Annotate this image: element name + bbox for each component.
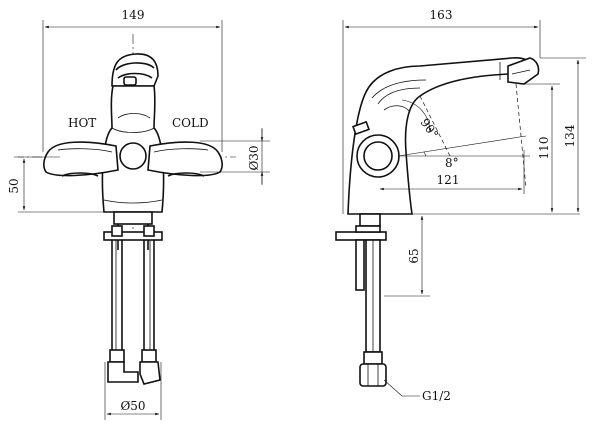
dimension-handle-dia: Ø30 xyxy=(200,128,270,185)
side-width-label: 163 xyxy=(430,8,453,22)
side-faucet-body xyxy=(347,57,540,215)
angle-8: 8° xyxy=(397,135,530,170)
thread-callout: G1/2 xyxy=(383,379,451,403)
dimension-reach: 121 xyxy=(379,150,525,194)
handle-height-label: 50 xyxy=(7,178,21,193)
reach-label: 121 xyxy=(437,173,460,187)
angle-90-label: 90° xyxy=(418,116,442,141)
base-dia-label: Ø50 xyxy=(120,399,145,413)
flow-line xyxy=(515,83,527,189)
dimension-shank: 65 xyxy=(384,215,430,297)
hot-handle xyxy=(43,141,119,177)
hot-label: HOT xyxy=(68,116,96,130)
thread-label: G1/2 xyxy=(422,389,451,403)
angle-8-label: 8° xyxy=(445,156,459,170)
width-label: 149 xyxy=(122,8,145,22)
front-view: 149 H xyxy=(7,8,270,420)
dimension-base-dia: Ø50 xyxy=(104,362,162,420)
side-shank xyxy=(335,213,387,387)
side-view: 163 90° 8° xyxy=(335,8,586,403)
dimension-total-height: 134 xyxy=(540,57,586,213)
spout-height-label: 110 xyxy=(537,137,551,160)
supply-tubes xyxy=(103,211,163,385)
handle-dia-label: Ø30 xyxy=(247,145,261,170)
faucet-body xyxy=(101,85,165,213)
shank-label: 65 xyxy=(407,248,421,263)
lever-head xyxy=(111,53,159,87)
dimension-handle-height: 50 xyxy=(7,156,104,213)
dimension-width-front: 149 xyxy=(42,8,223,152)
cold-label: COLD xyxy=(172,116,209,130)
cold-handle xyxy=(147,141,223,177)
dimension-width-side: 163 xyxy=(342,8,541,214)
total-height-label: 134 xyxy=(563,124,577,147)
dimension-spout-height: 110 xyxy=(412,83,580,215)
